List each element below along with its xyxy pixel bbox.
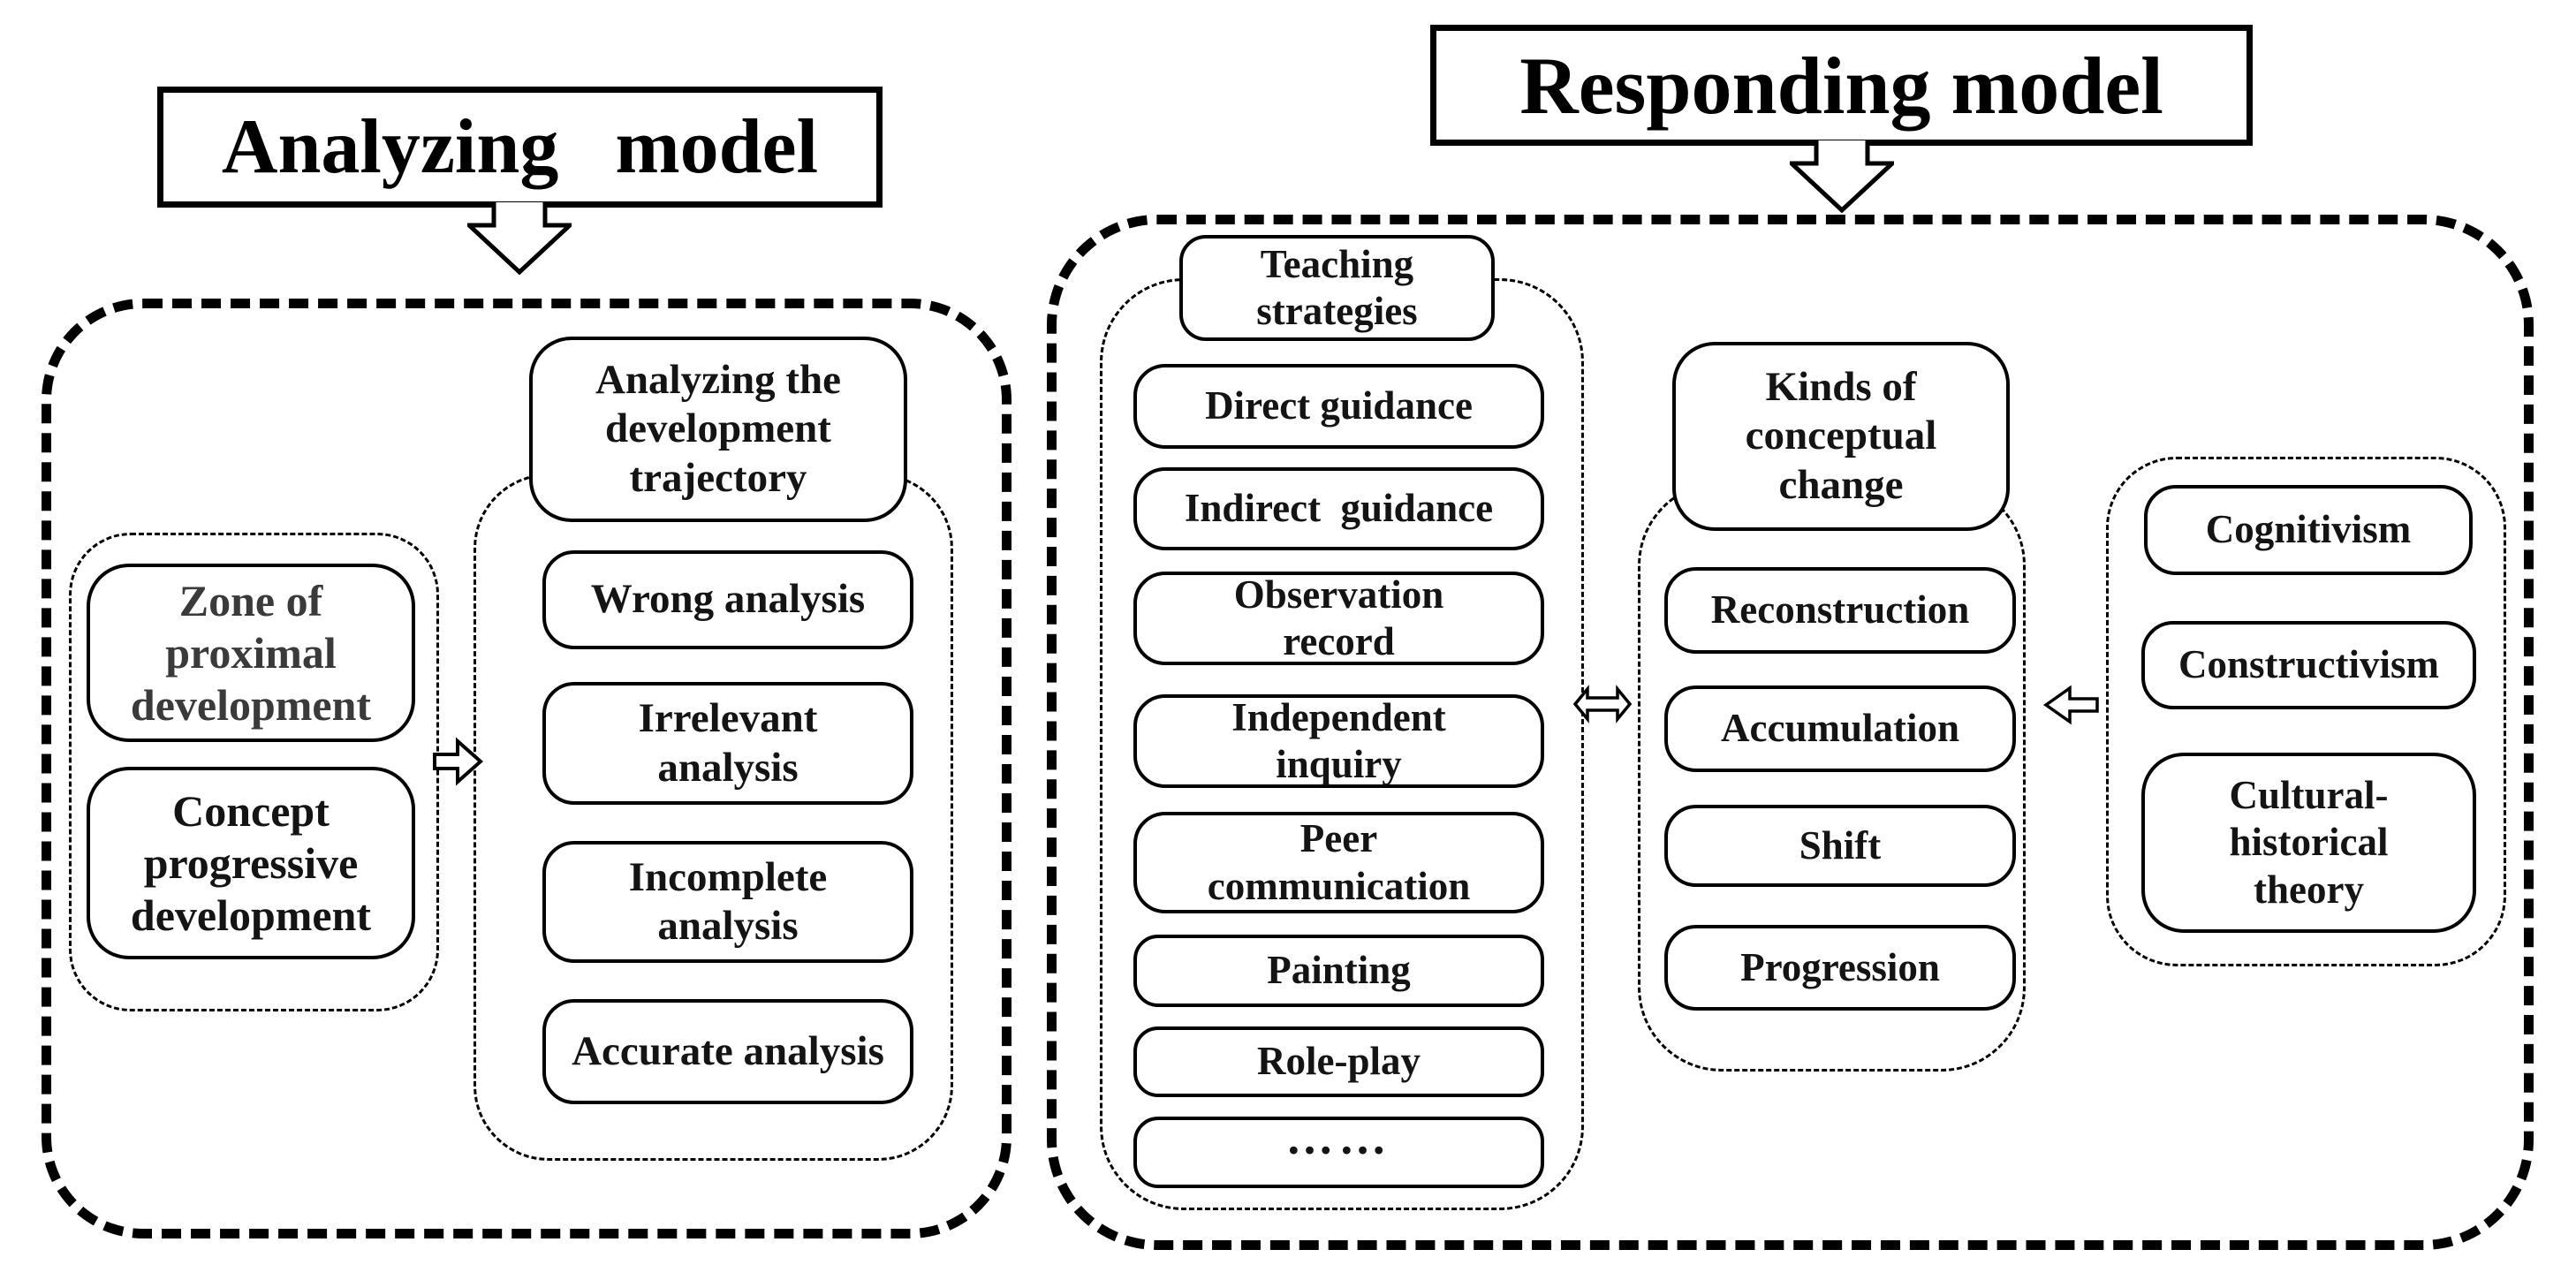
teaching-strategies-header-box: Teaching strategies <box>1179 235 1495 341</box>
trajectory-header-box: Analyzing the development trajectory <box>529 337 907 522</box>
more-strategies-ellipsis-box: …… <box>1133 1110 1544 1188</box>
left-arrow-icon <box>2043 685 2100 725</box>
direct-guidance-box: Direct guidance <box>1133 364 1544 449</box>
constructivism-box: Constructivism <box>2141 621 2476 709</box>
right-arrow-icon <box>432 736 483 787</box>
painting-box: Painting <box>1133 935 1544 1007</box>
analyzing-model-title: Analyzing model <box>157 87 883 208</box>
wrong-analysis-box: Wrong analysis <box>542 550 913 649</box>
role-play-box: Role-play <box>1133 1026 1544 1097</box>
cognitivism-box: Cognitivism <box>2144 485 2473 575</box>
irrelevant-analysis-box: Irrelevant analysis <box>542 682 913 805</box>
zone-of-proximal-development-box: Zone of proximal development <box>87 564 415 742</box>
incomplete-analysis-box: Incomplete analysis <box>542 841 913 963</box>
responding-model-title: Responding model <box>1430 25 2253 146</box>
down-arrow-icon <box>467 202 572 275</box>
shift-box: Shift <box>1664 805 2016 887</box>
progression-box: Progression <box>1664 925 2016 1011</box>
kinds-of-conceptual-change-header-box: Kinds of conceptual change <box>1672 342 2010 531</box>
accumulation-box: Accumulation <box>1664 685 2016 772</box>
peer-communication-box: Peer communication <box>1133 812 1544 913</box>
analyzing-outer-container <box>42 299 1011 1238</box>
zpd-group-container <box>69 533 439 1011</box>
double-arrow-icon <box>1572 685 1633 723</box>
down-arrow-icon <box>1790 140 1894 213</box>
independent-inquiry-box: Independent inquiry <box>1133 694 1544 788</box>
observation-record-box: Observation record <box>1133 572 1544 665</box>
responding-outer-container <box>1047 215 2534 1250</box>
indirect-guidance-box: Indirect guidance <box>1133 467 1544 550</box>
concept-progressive-development-box: Concept progressive development <box>87 767 415 959</box>
cultural-historical-theory-box: Cultural- historical theory <box>2141 753 2476 933</box>
ellipsis-label: …… <box>1285 1110 1392 1164</box>
reconstruction-box: Reconstruction <box>1664 567 2016 654</box>
learning-theories-container <box>2106 457 2506 966</box>
accurate-analysis-box: Accurate analysis <box>542 999 913 1104</box>
